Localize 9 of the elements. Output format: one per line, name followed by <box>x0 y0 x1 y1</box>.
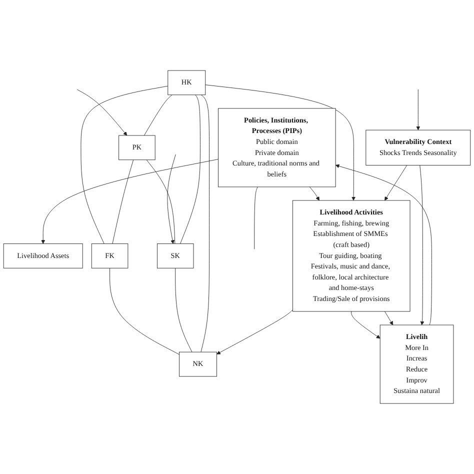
connector <box>180 94 200 244</box>
connector <box>110 268 180 355</box>
connector <box>112 160 134 244</box>
connector <box>144 94 172 136</box>
connector <box>80 86 168 244</box>
connector <box>146 160 176 244</box>
connector <box>254 186 258 250</box>
connector <box>200 94 210 352</box>
connector <box>175 268 192 352</box>
